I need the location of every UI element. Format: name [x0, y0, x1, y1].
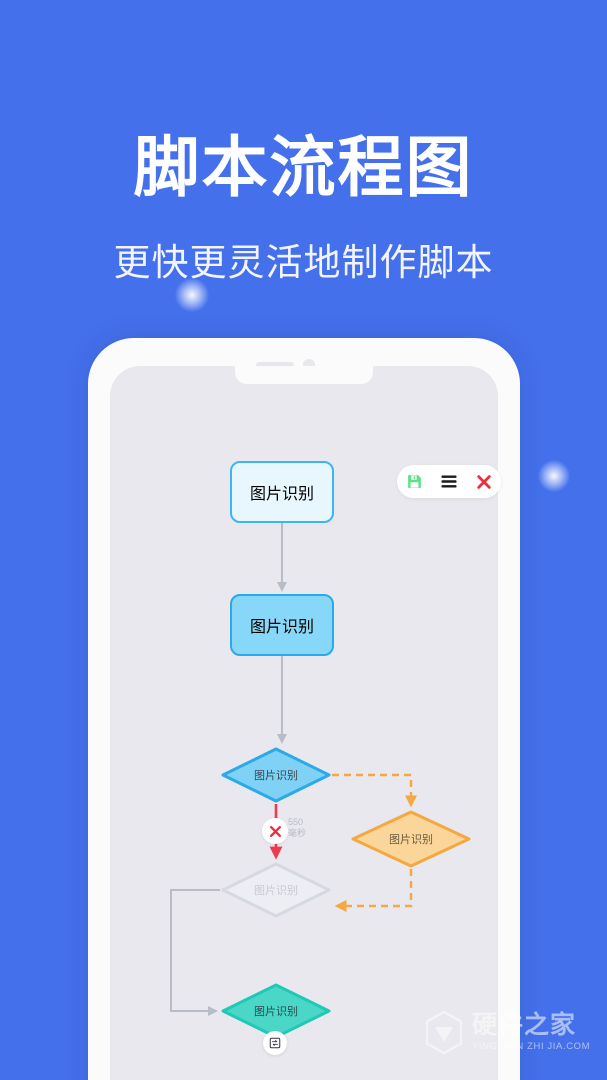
swap-icon: [269, 1037, 281, 1049]
flow-node-label: 图片识别: [254, 885, 298, 897]
edge-node4-node5: [334, 869, 413, 912]
flow-node-label: 图片识别: [254, 770, 298, 782]
decor-glow-dot-right: [538, 460, 570, 492]
flow-node-image-recognition-2[interactable]: 图片识别: [230, 594, 334, 656]
edge-node5-node6: [170, 889, 220, 1016]
close-button[interactable]: [472, 470, 496, 494]
phone-mockup: 图片识别 图片识别 图片识别 图片识别 图: [88, 338, 520, 1080]
flow-node-image-recognition-4[interactable]: 图片识别: [350, 809, 472, 869]
flow-toolbar: [397, 465, 501, 498]
save-button[interactable]: [402, 470, 426, 494]
phone-speaker: [256, 362, 294, 368]
flowchart-canvas: [170, 523, 417, 1016]
diamond-shape: [351, 810, 471, 868]
diamond-shape: [221, 747, 331, 803]
screen-notch-cutout: [235, 366, 373, 384]
close-icon: [269, 825, 281, 837]
flow-node-label: 图片识别: [249, 619, 314, 636]
flow-node-label: 图片识别: [254, 1006, 298, 1018]
page-title: 脚本流程图: [133, 130, 474, 204]
flow-node-image-recognition-1[interactable]: 图片识别: [230, 461, 334, 523]
close-icon: [476, 474, 491, 489]
flow-node-label: 图片识别: [389, 834, 433, 846]
flow-node-label: 图片识别: [249, 486, 314, 503]
menu-icon: [441, 475, 457, 488]
page-subtitle: 更快更灵活地制作脚本: [113, 242, 494, 283]
phone-screen: 图片识别 图片识别 图片识别 图片识别 图: [110, 366, 501, 1080]
save-icon: [407, 475, 421, 488]
menu-button[interactable]: [437, 470, 461, 494]
node-loop-button[interactable]: [263, 1031, 287, 1055]
flow-node-image-recognition-3[interactable]: 图片识别: [220, 746, 332, 804]
flow-node-image-recognition-5-disabled[interactable]: 图片识别: [220, 861, 332, 919]
diamond-shape: [221, 862, 331, 918]
edge-delete-button[interactable]: [262, 818, 288, 844]
edge-node3-node4: [332, 773, 417, 808]
